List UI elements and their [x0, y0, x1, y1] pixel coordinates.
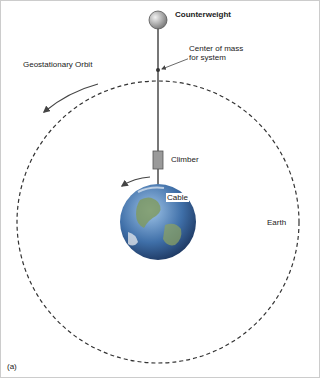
climber-label: Climber [170, 155, 200, 164]
orbit-arrow [44, 84, 98, 112]
climber [153, 151, 163, 169]
cable-label: Cable [166, 193, 189, 202]
center-of-mass-label: Center of mass for system [188, 44, 252, 62]
leader-line [162, 58, 190, 69]
earth-label: Earth [266, 218, 287, 227]
center-of-mass [156, 68, 160, 72]
counterweight [149, 11, 167, 29]
earth [120, 184, 196, 260]
rotation-arrow [122, 177, 150, 186]
panel-label: (a) [6, 362, 18, 371]
orbit-label: Geostationary Orbit [22, 60, 93, 69]
counterweight-label: Counterweight [174, 10, 232, 19]
